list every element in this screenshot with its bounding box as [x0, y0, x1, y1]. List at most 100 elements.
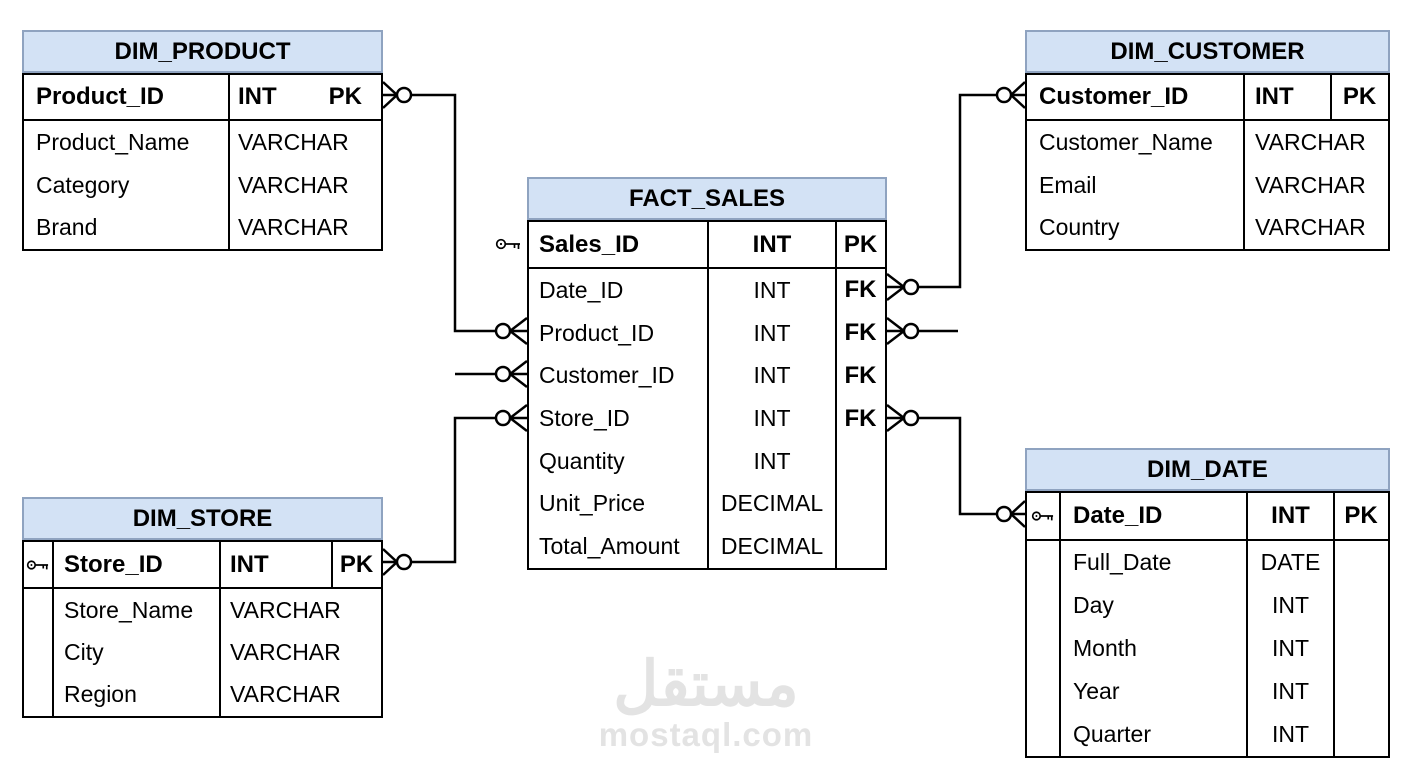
attr-type: VARCHAR — [1243, 121, 1387, 164]
attr-name: Store_ID — [52, 542, 219, 587]
table-row: Unit_Price DECIMAL — [529, 482, 885, 526]
attr-name: Quantity — [539, 447, 625, 474]
table-dim-customer: DIM_CUSTOMER Customer_ID INT PK Customer… — [1025, 30, 1390, 251]
attr-name: Region — [52, 673, 219, 716]
attr-name: Unit_Price — [539, 490, 646, 517]
table-title: DIM_CUSTOMER — [1025, 30, 1390, 73]
attr-name: Customer_Name — [1039, 128, 1213, 155]
key-column-spacer — [24, 589, 52, 631]
attr-type: VARCHAR — [219, 589, 380, 632]
flag-spacer — [1333, 627, 1387, 670]
attr-name: Product_ID — [539, 319, 655, 346]
table-dim-product: DIM_PRODUCT Product_ID INT PK Product_Na… — [22, 30, 383, 251]
table-dim-store: DIM_STORE Store_ID INT PK Store_Name VAR… — [22, 497, 383, 718]
connector-stub-right — [886, 317, 958, 345]
attr-name: Quarter — [1059, 713, 1246, 756]
fk-flag: FK — [835, 311, 884, 355]
attr-type: INT — [707, 354, 835, 398]
attr-name: Day — [1059, 584, 1246, 627]
fk-flag: FK — [835, 354, 884, 398]
key-column-spacer — [1027, 541, 1059, 584]
attr-name: Brand — [36, 214, 98, 241]
attr-type: VARCHAR — [228, 163, 380, 207]
pk-flag: PK — [1333, 493, 1387, 539]
attr-type: INT — [1246, 493, 1333, 539]
table-row: Store_ID INT FK — [529, 397, 885, 440]
attr-name: Date_ID — [1059, 493, 1246, 539]
attr-type: INT — [707, 311, 835, 355]
attr-type: INT — [1246, 670, 1333, 713]
connector-store — [382, 404, 528, 576]
attr-type: INT — [707, 269, 835, 312]
attr-type: VARCHAR — [1243, 163, 1387, 207]
key-column-spacer — [1027, 713, 1059, 756]
attr-type: VARCHAR — [228, 121, 380, 164]
attr-name: Category — [36, 171, 130, 198]
table-row: Date_ID INT FK — [529, 269, 885, 312]
table-row: Product_Name VARCHAR — [24, 121, 381, 164]
attr-name: Date_ID — [539, 276, 624, 303]
key-column-spacer — [1027, 627, 1059, 670]
attr-type: VARCHAR — [228, 206, 380, 250]
watermark-arabic-logo: مستقل — [613, 650, 799, 719]
attr-name: Customer_ID — [539, 362, 675, 389]
attr-type: INT — [1246, 627, 1333, 670]
flag-spacer — [1333, 670, 1387, 713]
connector-customer — [886, 81, 1026, 301]
table-row: Customer_Name VARCHAR — [1027, 121, 1388, 164]
attr-type: INT — [707, 397, 835, 440]
primary-key-marker — [1027, 493, 1059, 539]
attr-type: VARCHAR — [219, 673, 380, 716]
table-row: Day INT — [1027, 584, 1388, 627]
table-row: Product_ID INT FK — [529, 311, 885, 355]
attr-type: VARCHAR — [219, 631, 380, 674]
table-row: Email VARCHAR — [1027, 163, 1388, 207]
attr-type: INT — [1246, 584, 1333, 627]
pk-flag: PK — [835, 222, 884, 267]
attr-type: INT — [238, 83, 277, 110]
flag-spacer — [1333, 713, 1387, 756]
attr-type: DATE — [1246, 541, 1333, 584]
attr-type: DECIMAL — [707, 525, 835, 569]
attr-type: INT — [1246, 713, 1333, 756]
watermark-site: mostaql.com — [598, 716, 814, 753]
table-fact-sales: FACT_SALES Sales_ID INT PK Date_ID INT F… — [495, 177, 887, 570]
attr-name: City — [52, 631, 219, 674]
connector-date — [886, 404, 1026, 528]
pk-flag: PK — [328, 83, 362, 110]
attr-type: INT — [219, 542, 331, 587]
fk-flag — [835, 525, 884, 569]
table-row: Full_Date DATE — [1027, 541, 1388, 584]
table-row: Quarter INT — [1027, 713, 1388, 756]
table-row: Brand VARCHAR — [24, 206, 381, 250]
attr-name: Sales_ID — [539, 230, 640, 258]
key-icon — [1031, 511, 1054, 521]
attr-type-flag: INT PK — [228, 75, 380, 119]
key-column-spacer — [1027, 670, 1059, 713]
attr-type: INT — [707, 439, 835, 483]
table-title: DIM_PRODUCT — [22, 30, 383, 73]
attr-name: Year — [1059, 670, 1246, 713]
table-row: Month INT — [1027, 627, 1388, 670]
attr-name: Customer_ID — [1039, 83, 1189, 110]
key-icon — [495, 238, 520, 250]
attr-name: Full_Date — [1059, 541, 1246, 584]
attr-type: DECIMAL — [707, 482, 835, 526]
fk-flag: FK — [835, 397, 884, 440]
table-dim-date: DIM_DATE Date_ID INT PK Full_Date DATE D… — [1025, 448, 1390, 758]
watermark: مستقل mostaql.com — [556, 654, 856, 754]
attr-name: Total_Amount — [539, 533, 680, 560]
table-title: FACT_SALES — [527, 177, 887, 220]
table-row: Store_Name VARCHAR — [24, 589, 381, 632]
key-icon — [26, 559, 49, 570]
table-row: City VARCHAR — [24, 631, 381, 674]
fk-flag — [835, 439, 884, 483]
table-row: Year INT — [1027, 670, 1388, 713]
primary-key-marker — [495, 236, 522, 252]
fk-flag — [835, 482, 884, 526]
attr-type: INT — [1243, 75, 1330, 119]
pk-flag: PK — [331, 542, 380, 587]
attr-name: Country — [1039, 214, 1120, 241]
attr-type: INT — [707, 222, 835, 267]
